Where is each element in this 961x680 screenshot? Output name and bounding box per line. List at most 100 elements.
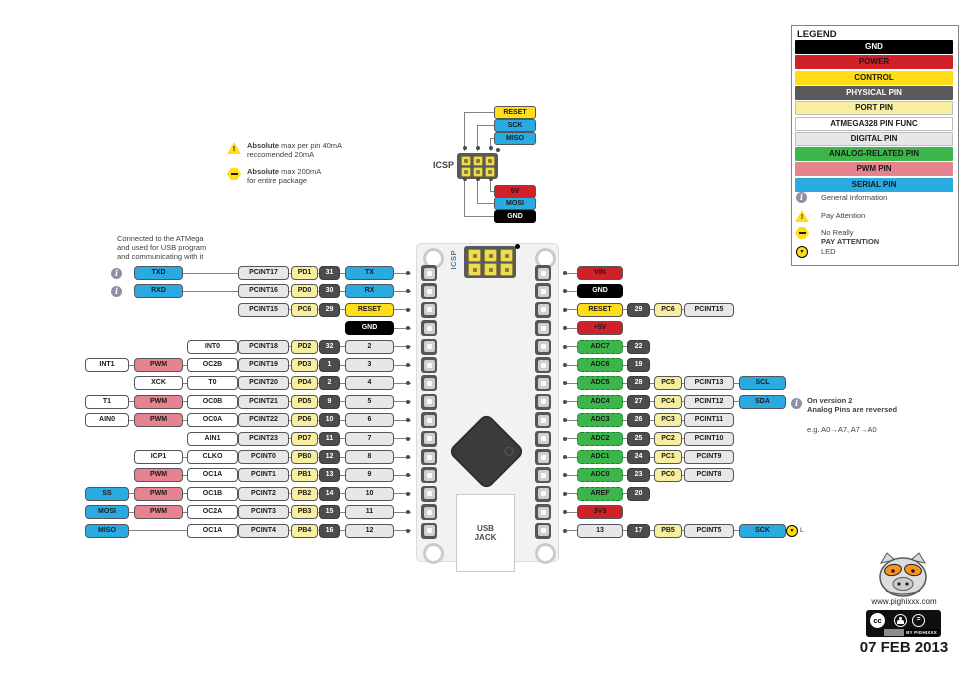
pin-box-PC4: PC4	[654, 394, 682, 409]
connector-dot	[563, 473, 567, 478]
pin-box-ICP1: ICP1	[134, 450, 183, 464]
cc-equal-icon: =	[912, 614, 925, 627]
connector-dot	[563, 436, 567, 441]
connector-dot	[563, 455, 567, 459]
pin-box-PC0: PC0	[654, 468, 682, 483]
mounting-hole	[423, 543, 444, 564]
connector-dot	[406, 307, 410, 312]
pin-box-TXD: TXD	[134, 266, 183, 280]
board-pin	[421, 375, 437, 392]
pin-box-9: 9	[345, 468, 394, 483]
legend-info-text: Pay Attention	[821, 211, 866, 220]
usb-jack: USB JACK	[456, 494, 515, 572]
board-pin	[421, 485, 437, 502]
pin-box-3V3: 3V3	[577, 505, 623, 520]
board-pin1-dot	[515, 244, 520, 249]
cc-icon: cc	[870, 612, 885, 628]
no-really-icon	[227, 168, 241, 180]
board-pin	[535, 301, 551, 318]
pin-box-PCINT18: PCINT18	[238, 339, 289, 354]
pin-box-PCINT5: PCINT5	[684, 523, 734, 538]
connector-dot	[563, 271, 567, 275]
pin-box-2: 2	[319, 376, 340, 391]
board-pin	[421, 283, 437, 300]
max-current-package-note: Absolute max 200mA for entire package	[247, 167, 322, 185]
version-note-example: e.g. A0→A7, A7→A0	[807, 425, 877, 434]
icsp-label-MISO: MISO	[494, 131, 536, 145]
pin-box-PCINT3: PCINT3	[238, 505, 289, 520]
icsp-line	[490, 180, 491, 191]
pin-box-VIN: VIN	[577, 266, 623, 280]
board-pin	[535, 265, 551, 281]
icsp-dot	[488, 176, 493, 181]
pin-box-PCINT12: PCINT12	[684, 394, 734, 409]
pin-box-2: 2	[345, 339, 394, 354]
pin-box-PCINT17: PCINT17	[238, 266, 289, 280]
pin-box-T1: T1	[85, 394, 129, 409]
pin-box-PD4: PD4	[291, 376, 318, 391]
icsp-pad	[460, 167, 471, 177]
connector-dot	[563, 326, 567, 331]
board-pin	[421, 357, 437, 373]
pin-box-PCINT13: PCINT13	[684, 376, 734, 391]
board-pin	[535, 320, 551, 337]
pin-box-AIN0: AIN0	[85, 413, 129, 428]
pin-box-29: 29	[627, 302, 650, 317]
pin-box-PCINT9: PCINT9	[684, 450, 734, 464]
pin-box-PCINT2: PCINT2	[238, 486, 289, 501]
pin-box-RXD: RXD	[134, 284, 183, 299]
pin-box-OC1B: OC1B	[187, 486, 238, 501]
board-pin	[421, 430, 437, 447]
pighixxx-pig-logo	[879, 552, 927, 597]
connector-dot	[406, 289, 410, 294]
pin-box-PB4: PB4	[291, 523, 318, 538]
pin-box-PB5: PB5	[654, 523, 682, 538]
info-icon: i	[111, 285, 122, 297]
board-pin	[421, 449, 437, 465]
pin-box-PC3: PC3	[654, 413, 682, 428]
pin-box-12: 12	[345, 523, 394, 538]
connector-dot	[406, 271, 410, 275]
pin-box-PWM: PWM	[134, 394, 183, 409]
pin-box-PWM: PWM	[134, 505, 183, 520]
pin-box-PB0: PB0	[291, 450, 318, 464]
pin-box-13: 13	[577, 523, 623, 538]
pin-box-SCL: SCL	[739, 376, 786, 391]
icsp-line	[477, 124, 494, 126]
icsp-pad	[484, 249, 497, 262]
connector-dot	[563, 399, 567, 404]
legend-item-analog-related-pin: ANALOG-RELATED PIN	[795, 147, 953, 162]
pin-box-PCINT4: PCINT4	[238, 523, 289, 538]
pin-box-SS: SS	[85, 486, 129, 501]
pin-box-INT0: INT0	[187, 339, 238, 354]
icsp-line	[464, 180, 465, 216]
pin-box-PB2: PB2	[291, 486, 318, 501]
info-icon: i	[111, 267, 122, 279]
icsp-pad	[472, 156, 483, 166]
pin-box-3: 3	[345, 358, 394, 372]
board-pin	[535, 412, 551, 429]
pin-box-RX: RX	[345, 284, 394, 299]
connector-dot	[563, 307, 567, 312]
led-icon: ▼	[796, 246, 808, 258]
pin-box-OC0B: OC0B	[187, 394, 238, 409]
connector-dot	[406, 363, 410, 367]
board-pin	[421, 393, 437, 410]
board-pin	[421, 265, 437, 281]
connector-dot	[406, 436, 410, 441]
pin-box-9: 9	[319, 394, 340, 409]
icsp-label-MOSI: MOSI	[494, 197, 536, 211]
pin-box-PCINT16: PCINT16	[238, 284, 289, 299]
pin-box-23: 23	[627, 468, 650, 483]
connector-dot	[406, 381, 410, 386]
pin-box-PC1: PC1	[654, 450, 682, 464]
pin-box-PCINT1: PCINT1	[238, 468, 289, 483]
max-current-pin-note: Absolute max per pin 40mA reccomended 20…	[247, 141, 343, 159]
icsp-line	[464, 112, 494, 113]
legend-title: LEGEND	[797, 29, 837, 40]
pin-box-1: 1	[319, 358, 340, 372]
pin-box-PCINT15: PCINT15	[238, 302, 289, 317]
pin-box-PCINT23: PCINT23	[238, 431, 289, 446]
